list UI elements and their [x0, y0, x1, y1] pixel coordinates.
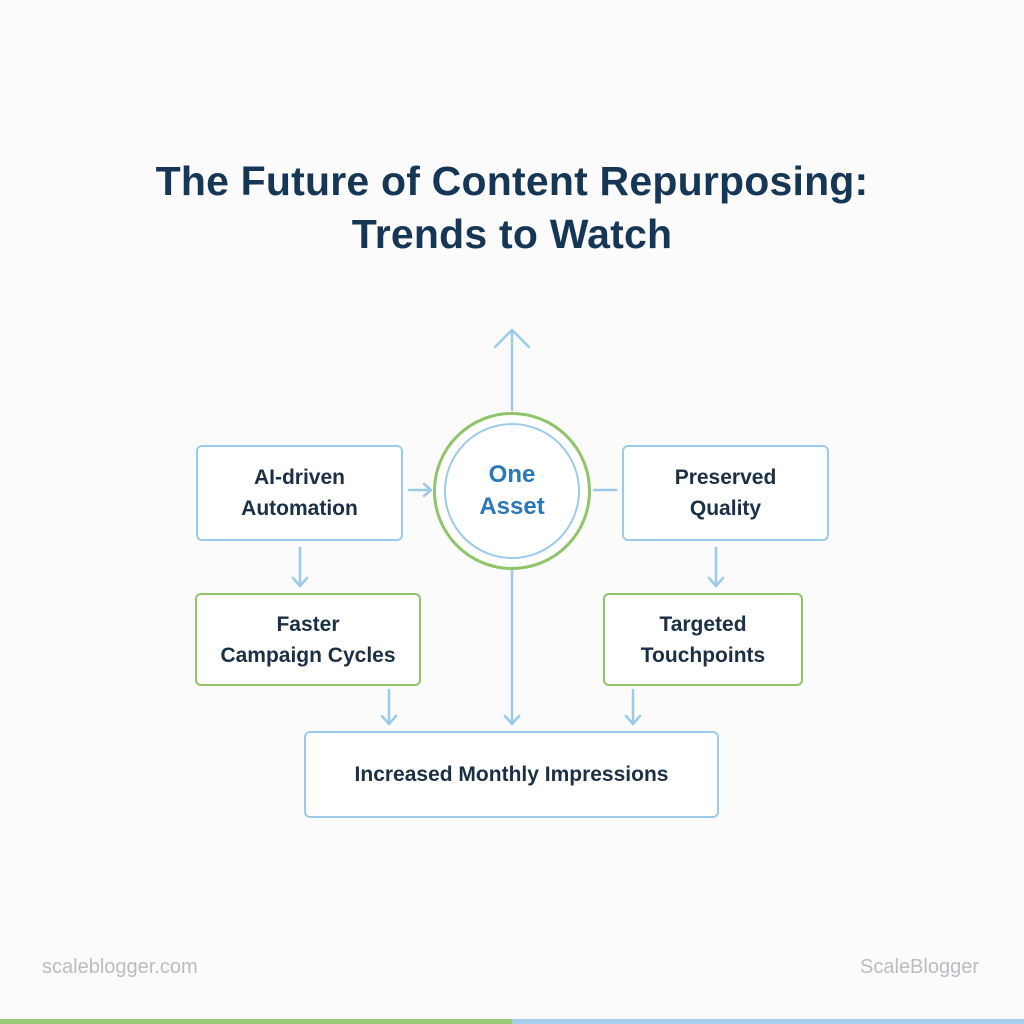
hub-up-arrow-head — [493, 328, 531, 349]
node-preserved-quality: Preserved Quality — [622, 445, 829, 541]
node-increased-monthly-impressions: Increased Monthly Impressions — [304, 731, 719, 818]
targeted-to-impressions-head — [624, 714, 642, 726]
hub-one-asset: One Asset — [433, 412, 591, 570]
node-ai-line-1: AI-driven — [253, 466, 345, 489]
title-line-1: The Future of Content Repurposing: — [155, 158, 869, 204]
footer-bar-green — [0, 1019, 512, 1024]
node-targeted-line-2: Touchpoints — [640, 643, 766, 667]
node-quality-line-1: Preserved — [674, 466, 777, 489]
hub-label-line-2: Asset — [479, 493, 545, 520]
node-targeted-line-1: Targeted — [659, 612, 747, 636]
faster-to-impressions-head — [380, 714, 398, 726]
node-targeted-touchpoints: Targeted Touchpoints — [603, 593, 803, 686]
hub-inner-circle: One Asset — [444, 423, 580, 559]
footer-site-url: scaleblogger.com — [42, 956, 198, 978]
footer-bar-blue — [512, 1019, 1024, 1024]
ai-to-faster-head — [291, 576, 309, 588]
page-title: The Future of Content Repurposing: Trend… — [0, 155, 1024, 261]
hub-to-impressions-head — [503, 714, 521, 726]
node-faster-line-2: Campaign Cycles — [220, 643, 396, 667]
hub-label-line-1: One — [488, 461, 536, 488]
node-quality-line-2: Quality — [689, 497, 762, 520]
node-ai-driven-automation: AI-driven Automation — [196, 445, 403, 541]
quality-to-targeted-head — [707, 576, 725, 588]
node-faster-line-1: Faster — [276, 612, 340, 636]
node-ai-line-2: Automation — [241, 497, 358, 520]
node-faster-campaign-cycles: Faster Campaign Cycles — [195, 593, 421, 686]
node-impressions-label: Increased Monthly Impressions — [354, 763, 669, 786]
ai-to-hub-head — [422, 482, 433, 498]
footer-brand-name: ScaleBlogger — [860, 956, 979, 978]
title-line-2: Trends to Watch — [351, 211, 673, 257]
